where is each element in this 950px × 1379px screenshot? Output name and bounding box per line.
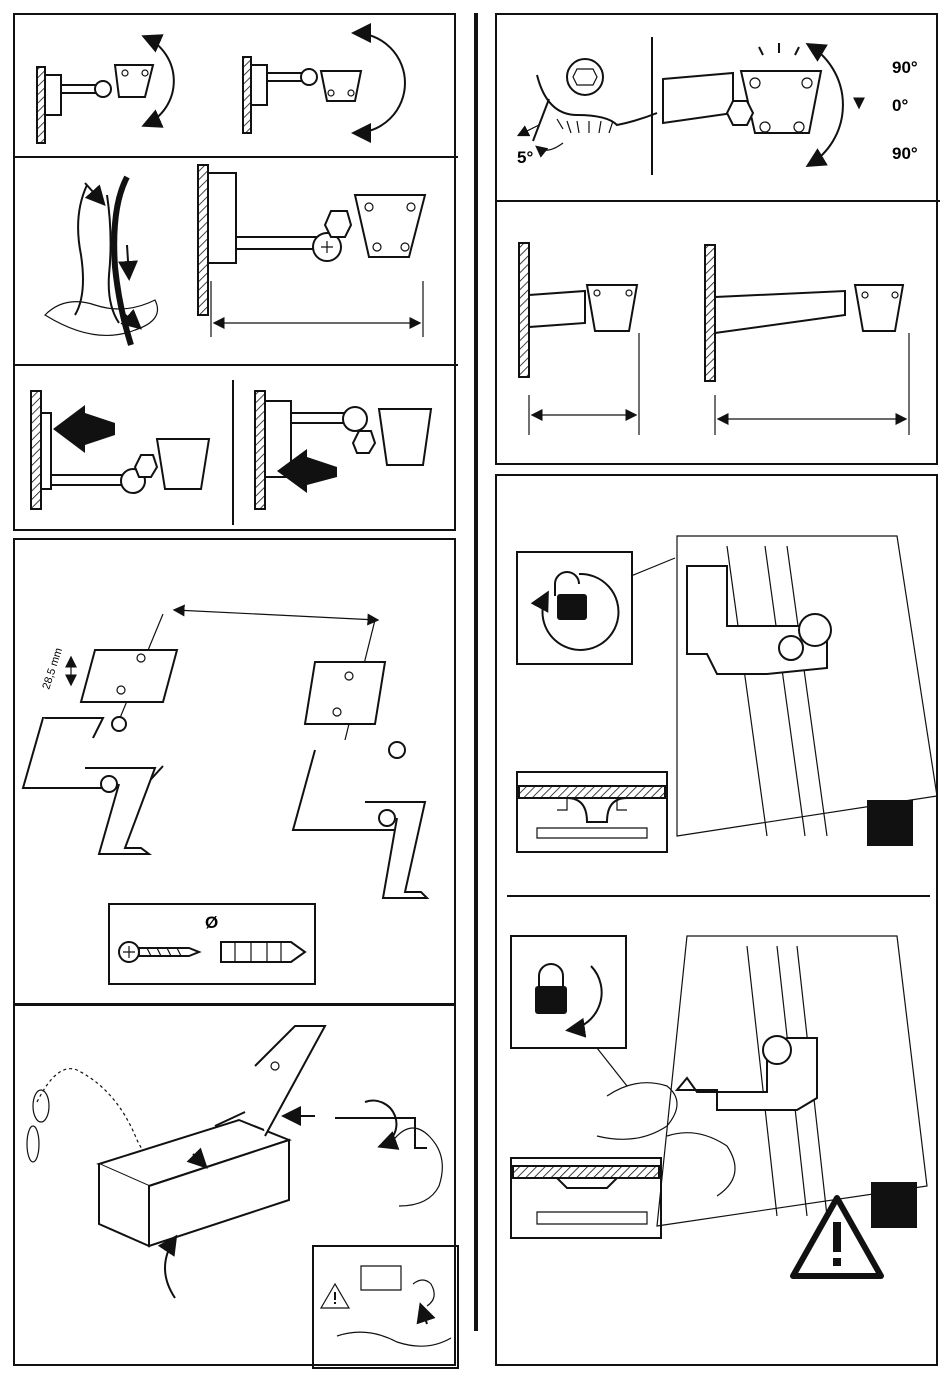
- unlock-cross-section-box: [517, 772, 667, 852]
- wall-bracket-plate: [255, 1026, 325, 1136]
- hex-key-illustration: [335, 1101, 442, 1206]
- diameter-symbol: Ø: [205, 913, 218, 932]
- angle-bottom-label: 90°: [892, 144, 918, 163]
- bracket-side-view: [198, 165, 425, 315]
- step-marker-black-square-2: [871, 1182, 917, 1228]
- heater-rail-unlock: [677, 536, 937, 836]
- unlock-rotate-icon: [542, 572, 618, 650]
- lock-cross-section: [513, 1166, 659, 1224]
- panel-tilt-angles: 5° 90° 0° 90°: [495, 13, 938, 465]
- panel-wall-brackets-drawing: 28,5 mm Ø: [15, 540, 458, 1007]
- panel-lock-unlock-drawing: [497, 476, 940, 1368]
- bracket-rotate-right: [243, 57, 361, 133]
- bracket-right-isometric: [293, 662, 427, 898]
- tilt-nut-detail: [519, 59, 657, 150]
- panel-mount-rotation: [13, 13, 456, 531]
- panel-wall-brackets: 28,5 mm Ø: [13, 538, 456, 1005]
- heater-body: [99, 1112, 289, 1246]
- warning-icon: [321, 1284, 349, 1308]
- cable-routing-illustration: [45, 177, 158, 345]
- column-divider: [474, 13, 478, 1331]
- bracket-mount-step-2: [255, 391, 431, 509]
- chain-clip-detail: [337, 1266, 451, 1346]
- clearance-diagram-long: [705, 245, 909, 435]
- rotate-arrow-right: [355, 33, 405, 133]
- dimension-line-depth: [211, 281, 423, 337]
- tilt-range-arrow: [809, 45, 859, 165]
- panel-mount-rotation-drawing: [15, 15, 458, 533]
- wall-plug-icon: [221, 942, 305, 962]
- angle-zero-label: 0°: [892, 96, 908, 115]
- screw-icon: [119, 942, 199, 962]
- lock-rotate-icon: [535, 964, 602, 1030]
- bracket-mount-step-1: [31, 391, 209, 509]
- spacing-dimension-label: 28,5 mm: [40, 647, 65, 691]
- step-marker-black-square-1: [867, 800, 913, 846]
- heater-tilt-side-view: [663, 43, 821, 133]
- warning-inset-box: [313, 1246, 458, 1368]
- panel-lock-unlock: [495, 474, 938, 1366]
- unlock-cross-section: [519, 786, 665, 838]
- panel-tilt-angles-drawing: 5° 90° 0° 90°: [497, 15, 940, 467]
- angle-top-label: 90°: [892, 58, 918, 77]
- panel-heater-hanging: [13, 1004, 456, 1366]
- panel-heater-hanging-drawing: [15, 1006, 458, 1368]
- lock-icon-box: [511, 936, 626, 1048]
- bracket-rotate-left: [37, 65, 153, 143]
- tilt-angle-label: 5°: [517, 148, 533, 167]
- clearance-diagram-short: [519, 243, 639, 435]
